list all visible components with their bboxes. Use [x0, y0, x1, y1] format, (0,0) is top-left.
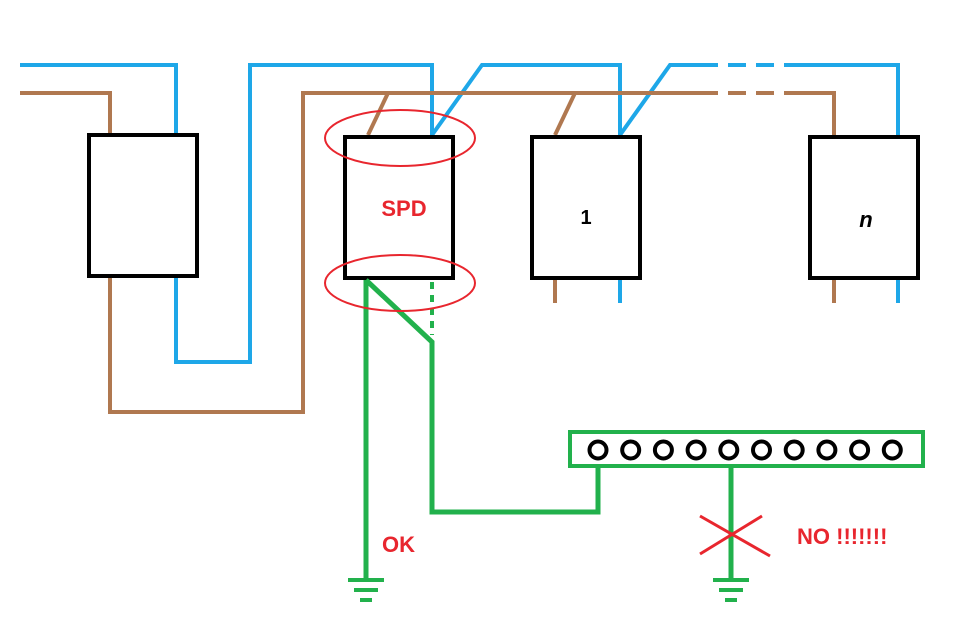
main-switch-box	[87, 133, 199, 278]
green-wires	[363, 278, 734, 578]
brown-wires	[20, 91, 836, 414]
no-label: NO !!!!!!!	[797, 524, 887, 549]
earth-terminal-2	[620, 439, 642, 461]
earth-terminal-1	[587, 439, 609, 461]
earth-terminal-4	[685, 439, 707, 461]
brown-wire-spd-to-1	[388, 91, 579, 136]
earth-terminal-10	[881, 439, 903, 461]
earth-terminal-3	[652, 439, 674, 461]
blue-wire-incoming	[20, 63, 178, 135]
earth-terminal-6	[751, 439, 772, 461]
earth-terminal-7	[783, 439, 805, 461]
blue-wire-loop	[174, 63, 434, 364]
earth-terminal-8	[816, 439, 838, 461]
blue-wires	[20, 63, 900, 364]
ok-label: OK	[382, 532, 415, 557]
ground-symbol-no	[713, 578, 749, 602]
blue-wire-1-onward	[618, 63, 700, 137]
earth-terminal-9	[849, 439, 871, 461]
device-n-box	[808, 135, 920, 280]
ground-symbol-ok	[348, 578, 384, 602]
earth-wire-to-bar	[364, 278, 601, 515]
cross-mark-icon	[699, 514, 771, 558]
highlight-spd-input	[324, 109, 476, 167]
device-n-label: n	[859, 207, 872, 232]
blue-wire-spd-to-1	[430, 63, 622, 137]
earth-bar-terminals	[587, 439, 903, 461]
highlight-spd-output	[324, 254, 476, 312]
spd-label: SPD	[381, 196, 426, 221]
brown-wire-to-n	[790, 91, 836, 135]
brown-wire-loop	[108, 91, 392, 414]
earth-terminal-5	[718, 439, 740, 461]
blue-wire-to-n	[790, 63, 900, 135]
device-1-box	[530, 135, 642, 280]
device-boxes	[87, 133, 920, 280]
device-1-label: 1	[580, 207, 591, 229]
brown-wire-incoming	[20, 91, 112, 135]
